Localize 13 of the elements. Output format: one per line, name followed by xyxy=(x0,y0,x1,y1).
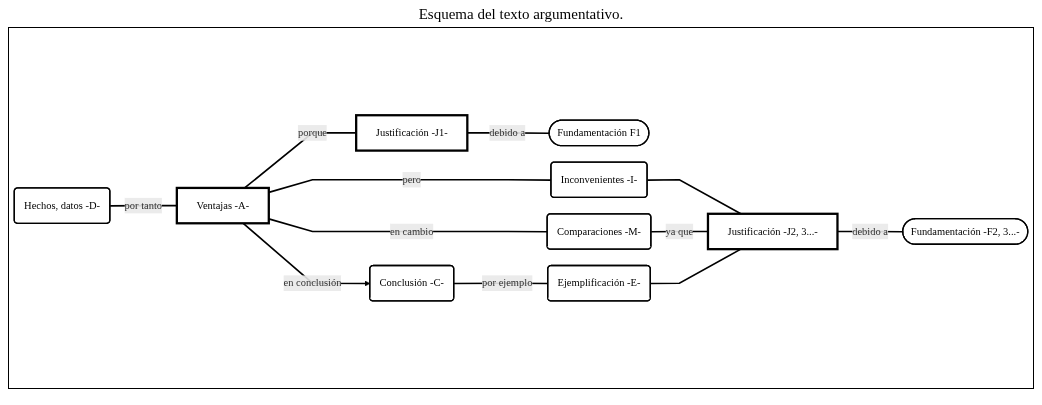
edge-label: en cambio xyxy=(390,225,434,237)
edge-label: debido a xyxy=(852,225,888,237)
node-box: Ventajas -A- xyxy=(175,186,270,225)
edge-label: debido a xyxy=(489,126,526,139)
edge-label: pero xyxy=(402,173,422,185)
diagram-title: Esquema del texto argumentativo. xyxy=(417,6,625,23)
edge-label: en conclusión xyxy=(283,277,342,289)
edge-label: porque xyxy=(297,126,328,139)
edge-label: ya que xyxy=(665,225,694,237)
node-box: Justificación -J1- xyxy=(355,114,469,152)
edge-label: por tanto xyxy=(124,199,163,211)
edge-label: por ejemplo xyxy=(482,277,533,289)
node-box: Justificación -J2, 3...- xyxy=(706,212,839,251)
